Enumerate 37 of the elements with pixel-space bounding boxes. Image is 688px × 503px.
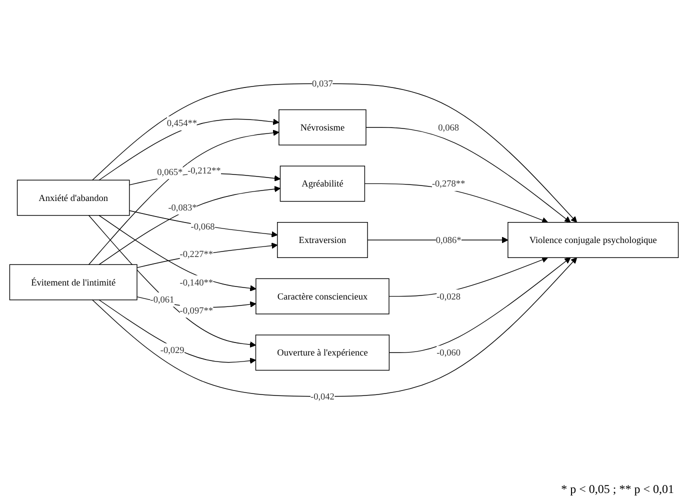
- arrow: [388, 256, 548, 297]
- node-box: Violence conjugale psychologique: [508, 222, 679, 258]
- arrow: [129, 210, 278, 238]
- edge-label: -0,060: [436, 347, 461, 358]
- edge-label: -0,140**: [180, 276, 213, 288]
- arrow: [98, 118, 280, 180]
- arrow: [98, 300, 256, 364]
- arrow: [92, 257, 578, 397]
- edge-label: -0,029: [160, 344, 184, 356]
- edge-label: -0,042: [310, 390, 334, 402]
- edge-label: -0,061: [150, 294, 174, 305]
- node-box: Ouverture à l'expérience: [255, 334, 390, 371]
- arrow: [388, 257, 571, 353]
- arrow: [98, 215, 256, 292]
- edge-label: -0,097**: [180, 304, 213, 316]
- edge-label: -0,028: [436, 290, 461, 302]
- node-box: Évitement de l'intimité: [9, 264, 138, 300]
- node-box: Caractère consciencieux: [256, 278, 390, 314]
- node-box: Agréabilité: [280, 166, 366, 202]
- arrow: [88, 130, 280, 265]
- edge-label: 0,068: [438, 122, 459, 133]
- edge-label: -0,212**: [188, 164, 221, 176]
- edge-label: -0,278**: [432, 178, 466, 189]
- arrow: [98, 186, 281, 265]
- edge-label: 0,454**: [166, 118, 198, 128]
- node-box: Névrosisme: [278, 109, 366, 146]
- node-box: Anxiété d'abandon: [16, 180, 130, 216]
- edge-label: -0,083*: [168, 202, 197, 212]
- edge-label: 0,065*: [157, 166, 183, 177]
- node-box: Extraversion: [277, 222, 368, 258]
- edge-label: -0,068: [190, 221, 215, 232]
- arrow: [136, 242, 278, 268]
- edge-label: -0,227**: [180, 248, 213, 260]
- edge-label: 0,086*: [436, 234, 462, 246]
- significance-note: * p < 0,05 ; ** p < 0,01: [561, 482, 674, 497]
- arrow: [366, 127, 571, 223]
- edge-label: 0,037: [312, 78, 333, 89]
